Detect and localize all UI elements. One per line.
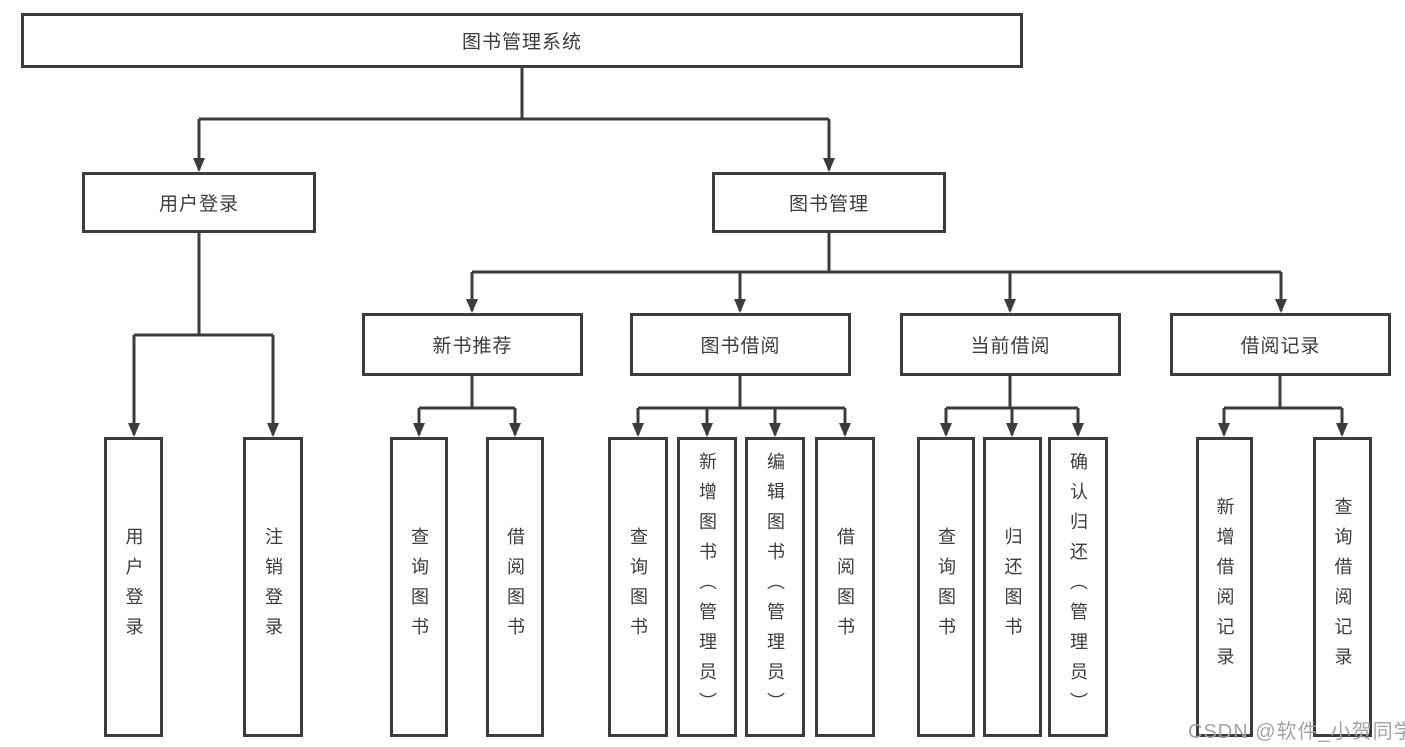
node-user-login-branch: 用户登录 [82,172,316,233]
connector-newrec-spine [419,376,515,410]
node-book-mgmt-branch-label: 图书管理 [788,194,869,215]
node-root: 图书管理系统 [21,13,1023,68]
leaf-record-query-borrow-record: 查询借阅记录 [1313,437,1372,737]
connector-record-spine [1224,376,1342,410]
leaf-record-query-borrow-record-label: 查询借阅记录 [1332,497,1353,677]
connector-root-spine [199,68,829,121]
leaf-user-login: 用户登录 [104,437,163,737]
csdn-watermark: CSDN @软件_小贺同学 [1188,721,1405,743]
node-current-borrow: 当前借阅 [900,313,1121,376]
node-new-book-rec-label: 新书推荐 [432,336,513,357]
leaf-borrow-add-books-admin: 新增图书（管理员） [677,437,737,737]
leaf-borrow-query-books: 查询图书 [608,437,668,737]
leaf-borrow-borrow-books: 借阅图书 [815,437,875,737]
leaf-borrow-add-books-admin-label: 新增图书（管理员） [697,452,717,722]
leaf-current-query-books: 查询图书 [917,437,975,737]
leaf-logout: 注销登录 [243,437,303,737]
leaf-record-add-borrow-record: 新增借阅记录 [1196,437,1253,737]
leaf-borrow-edit-books-admin: 编辑图书（管理员） [745,437,805,737]
leaf-current-confirm-return-admin: 确认归还（管理员） [1048,437,1108,737]
leaf-current-confirm-return-admin-label: 确认归还（管理员） [1068,452,1088,722]
leaf-borrow-borrow-books-label: 借阅图书 [835,527,855,647]
node-borrow-record-label: 借阅记录 [1240,336,1321,357]
node-new-book-rec: 新书推荐 [362,313,583,376]
leaf-logout-label: 注销登录 [263,527,283,647]
leaf-newrec-query-books: 查询图书 [390,437,448,737]
node-book-mgmt-branch: 图书管理 [712,172,946,233]
connector-current-spine [946,376,1078,410]
leaf-borrow-query-books-label: 查询图书 [628,527,648,647]
leaf-current-return-books-label: 归还图书 [1002,527,1023,647]
leaf-newrec-query-books-label: 查询图书 [409,527,429,647]
node-book-borrow: 图书借阅 [630,313,851,376]
leaf-current-query-books-label: 查询图书 [936,527,956,647]
connector-mgmt-spine [472,233,1281,274]
leaf-current-return-books: 归还图书 [983,437,1042,737]
node-book-borrow-label: 图书借阅 [700,336,781,357]
leaf-borrow-edit-books-admin-label: 编辑图书（管理员） [765,452,785,722]
connector-user-spine [134,233,273,337]
leaf-record-add-borrow-record-label: 新增借阅记录 [1214,497,1235,677]
node-current-borrow-label: 当前借阅 [970,336,1051,357]
node-user-login-branch-label: 用户登录 [158,194,239,215]
connector-borrow-spine [638,376,845,410]
node-borrow-record: 借阅记录 [1170,313,1391,376]
leaf-user-login-label: 用户登录 [123,527,144,647]
node-root-label: 图书管理系统 [461,32,582,53]
leaf-newrec-borrow-books: 借阅图书 [486,437,544,737]
leaf-newrec-borrow-books-label: 借阅图书 [505,527,525,647]
